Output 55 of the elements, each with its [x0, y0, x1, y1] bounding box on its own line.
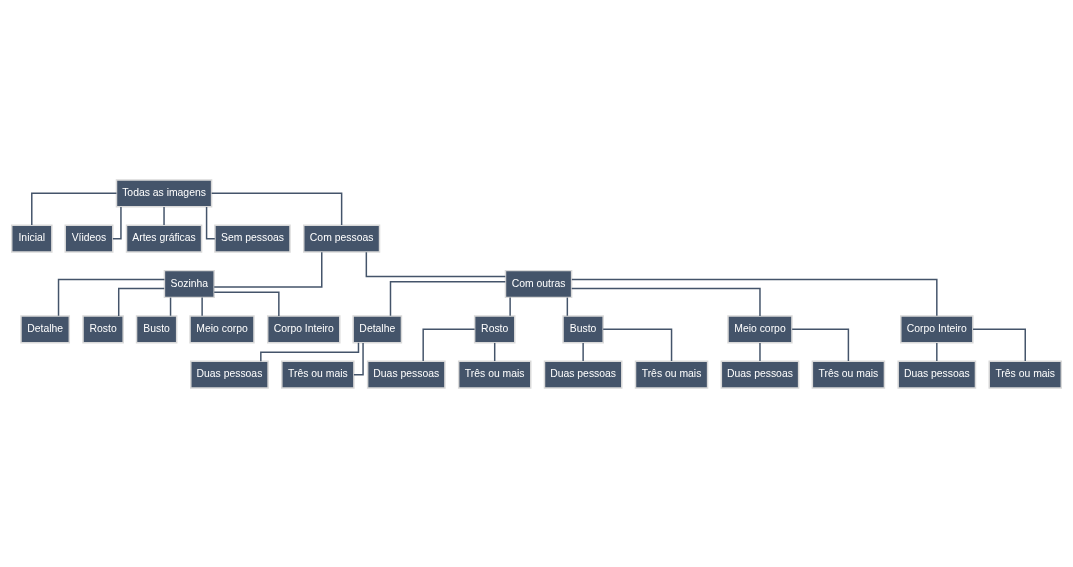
node-box: Três ou mais [457, 360, 532, 389]
node-box: Artes gráficas [125, 224, 203, 253]
connector [213, 250, 323, 288]
connector [365, 250, 507, 277]
node-box: Rosto [473, 314, 516, 343]
node-box: Todas as imagens [115, 178, 213, 207]
connector [201, 296, 203, 316]
node-box: Três ou mais [634, 360, 709, 389]
connector [571, 278, 938, 316]
connector [213, 290, 280, 317]
node-box: Duas pessoas [190, 360, 269, 389]
node-box: Sozinha [163, 269, 215, 298]
connector [210, 192, 343, 226]
node-box: Detalhe [352, 314, 403, 343]
node-box: Três ou mais [988, 360, 1063, 389]
node-box: Com outras [504, 269, 573, 298]
connector [163, 205, 165, 226]
node-box: Com pessoas [303, 224, 381, 253]
node-box: Corpo Inteiro [900, 314, 974, 343]
connector [972, 328, 1026, 362]
node-box: Víideos [64, 224, 114, 253]
connector [169, 296, 172, 316]
connector [602, 328, 673, 362]
connector [493, 341, 496, 362]
connector [353, 341, 364, 375]
node-box: Meio corpo [189, 314, 255, 343]
node-box: Rosto [82, 314, 124, 343]
connector [57, 278, 166, 316]
node-box: Meio corpo [727, 314, 793, 343]
connector [31, 192, 118, 226]
node-box: Duas pessoas [543, 360, 623, 389]
node-box: Três ou mais [281, 360, 355, 389]
node-box: Três ou mais [811, 360, 886, 389]
connector [117, 287, 165, 317]
connector [260, 341, 360, 362]
node-box: Duas pessoas [897, 360, 977, 389]
connector [759, 341, 761, 362]
connector [422, 328, 476, 362]
node-box: Inicial [10, 224, 53, 253]
connector [112, 205, 122, 239]
node-box: Sem pessoas [214, 224, 291, 253]
connector [570, 287, 761, 317]
connector [205, 205, 216, 239]
node-box: Duas pessoas [720, 360, 800, 389]
node-box: Busto [135, 314, 178, 343]
connector [791, 328, 850, 362]
connector [936, 341, 938, 362]
node-box: Detalhe [20, 314, 71, 343]
connector [582, 341, 584, 362]
connector [566, 296, 569, 316]
node-box: Busto [562, 314, 604, 343]
node-box: Corpo Inteiro [266, 314, 341, 343]
connector [389, 280, 507, 317]
connector [509, 296, 511, 316]
node-box: Duas pessoas [366, 360, 446, 389]
